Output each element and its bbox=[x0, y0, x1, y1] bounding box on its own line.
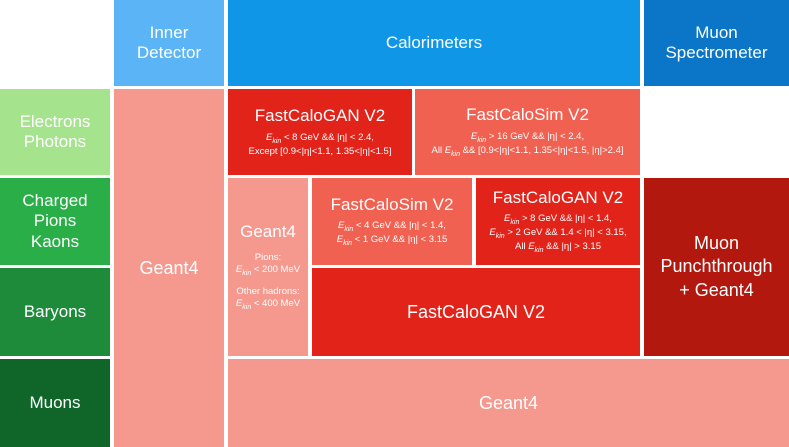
header-muon-spectrometer: Muon Spectrometer bbox=[644, 0, 789, 86]
egamma-fastcalosim-block: FastCaloSim V2 Ekin > 16 GeV && |η| < 2.… bbox=[415, 89, 640, 175]
inner-detector-geant4-block: Geant4 bbox=[114, 89, 224, 447]
hadron-geant4-title: Geant4 bbox=[240, 222, 296, 241]
pion-fastcalogan-block: FastCaloGAN V2 Ekin > 8 GeV && |η| < 1.4… bbox=[476, 178, 640, 265]
row-charged-pions-kaons: Charged Pions Kaons bbox=[0, 178, 110, 265]
hadron-geant4-block: Geant4 Pions: Ekin < 200 MeV Other hadro… bbox=[228, 178, 308, 356]
hadron-geant4-pions-condition: Pions: Ekin < 200 MeV bbox=[235, 251, 301, 277]
pion-fastcalosim-block: FastCaloSim V2 Ekin < 4 GeV && |η| < 1.4… bbox=[312, 178, 472, 265]
row-muons: Muons bbox=[0, 359, 110, 447]
egamma-fastcalosim-title: FastCaloSim V2 bbox=[466, 105, 589, 125]
header-inner-detector: Inner Detector bbox=[114, 0, 224, 86]
hadron-geant4-other-condition: Other hadrons: Ekin < 400 MeV bbox=[235, 285, 301, 312]
row-electrons-photons: Electrons Photons bbox=[0, 89, 110, 175]
pion-fastcalogan-title: FastCaloGAN V2 bbox=[492, 187, 624, 207]
egamma-fastcalogan-conditions: Ekin < 8 GeV && |η| < 2.4, Except [0.9<|… bbox=[248, 131, 392, 157]
muon-geant4-block: Geant4 bbox=[228, 359, 789, 447]
muon-punchthrough-block: Muon Punchthrough + Geant4 bbox=[644, 178, 789, 356]
pion-fastcalogan-conditions: Ekin > 8 GeV && |η| < 1.4, Ekin > 2 GeV … bbox=[489, 213, 627, 255]
egamma-fastcalogan-title: FastCaloGAN V2 bbox=[254, 106, 386, 126]
pion-fastcalosim-conditions: Ekin < 4 GeV && |η| < 1.4, Ekin < 1 GeV … bbox=[336, 220, 448, 248]
pion-fastcalosim-title: FastCaloSim V2 bbox=[330, 194, 454, 214]
header-calorimeters: Calorimeters bbox=[228, 0, 640, 86]
egamma-fastcalosim-conditions: Ekin > 16 GeV && |η| < 2.4, All Ekin && … bbox=[431, 130, 624, 158]
baryon-fastcalogan-block: FastCaloGAN V2 bbox=[312, 268, 640, 356]
row-baryons: Baryons bbox=[0, 268, 110, 356]
egamma-fastcalogan-block: FastCaloGAN V2 Ekin < 8 GeV && |η| < 2.4… bbox=[228, 89, 412, 175]
